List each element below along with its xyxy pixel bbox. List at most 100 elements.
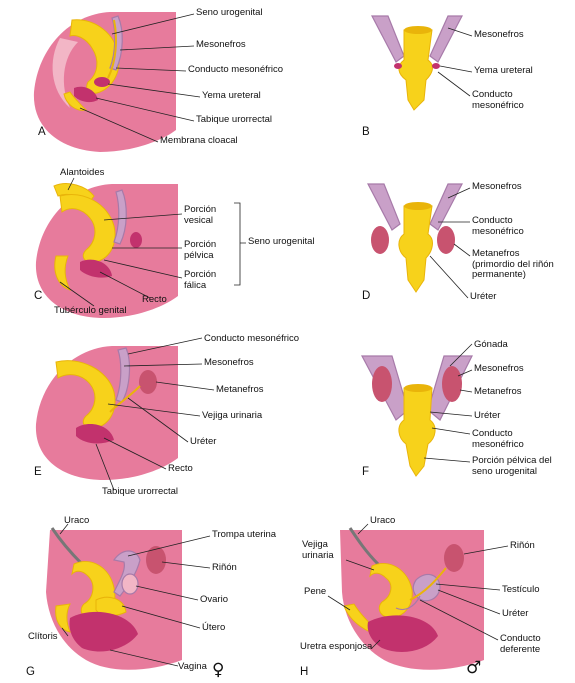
panel-letter-h: H — [300, 666, 309, 678]
label-conducto-mesonefrico-a: Conducto mesonéfrico — [188, 64, 284, 75]
panel-letter-d: D — [362, 290, 371, 302]
body-inner-light — [52, 38, 78, 108]
ureter — [109, 385, 141, 413]
label-metanefros-e: Metanefros — [216, 384, 264, 395]
label-vagina-g: Vagina — [178, 661, 207, 672]
label-utero-g: Útero — [202, 622, 226, 633]
mesonephros-right — [429, 183, 463, 231]
cloacal-membrane — [63, 91, 88, 111]
metanephros-right — [437, 226, 455, 254]
label-tabique-urorrectal-a: Tabique urorrectal — [196, 114, 273, 125]
label-yema-ureteral-b: Yema ureteral — [474, 65, 533, 76]
mesonephros-left — [371, 15, 405, 63]
label-ureter-d: Uréter — [470, 291, 497, 302]
metanephros-left — [371, 226, 389, 254]
ureteric-bud-right — [432, 63, 440, 69]
rectum — [80, 259, 112, 278]
label-conducto-mesonefrico-f: Conducto mesonéfrico — [472, 428, 524, 450]
label-uraco-h: Uraco — [370, 515, 396, 526]
male-symbol-icon: ♂ — [466, 658, 482, 678]
vagina — [69, 611, 138, 652]
urachus — [50, 527, 84, 566]
label-tuberculo-genital-c: Tubérculo genital — [54, 305, 127, 316]
label-mesonefros-f: Mesonefros — [474, 363, 524, 374]
panel-g-drawing — [46, 523, 211, 670]
genital-tubercle — [54, 255, 71, 291]
label-porcion-falica-c: Porción fálica — [184, 269, 217, 291]
label-ovario-g: Ovario — [200, 594, 228, 605]
label-porcion-vesical-c: Porción vesical — [184, 204, 217, 226]
label-recto-c: Recto — [142, 294, 167, 305]
panel-h-drawing — [327, 523, 509, 670]
label-testiculo-h: Testículo — [502, 584, 540, 595]
panel-letter-f: F — [362, 466, 370, 478]
kidney — [146, 546, 166, 574]
urogenital-sinus — [398, 387, 436, 477]
mesonephric-duct — [107, 19, 117, 79]
urorectal-septum — [74, 86, 98, 103]
panel-letter-c: C — [34, 290, 43, 302]
urinary-bladder — [369, 563, 413, 619]
label-conducto-deferente-h: Conducto deferente — [500, 633, 541, 655]
label-mesonefros-b: Mesonefros — [474, 29, 524, 40]
mesonephros — [115, 347, 131, 403]
urogenital-sinus — [398, 29, 433, 111]
panel-letter-e: E — [34, 466, 42, 478]
mesonephros-right — [429, 15, 463, 63]
panel-letter-b: B — [362, 126, 370, 138]
label-mesonefros-a: Mesonefros — [196, 39, 246, 50]
spongy-urethra-region — [367, 615, 438, 652]
label-trompa-uterina-g: Trompa uterina — [212, 529, 277, 540]
label-recto-e: Recto — [168, 463, 193, 474]
label-ureter-f: Uréter — [474, 410, 501, 421]
label-rinon-h: Riñón — [510, 540, 535, 551]
ureteric-bud — [94, 77, 110, 87]
label-uretra-esponjosa-h: Uretra esponjosa — [300, 641, 373, 652]
label-conducto-mesonefrico-e: Conducto mesonéfrico — [204, 333, 300, 344]
label-porcion-pelvica-c: Porción pélvica — [184, 239, 217, 261]
panel-f-drawing — [361, 343, 473, 477]
label-membrana-cloacal-a: Membrana cloacal — [160, 135, 238, 146]
label-clitoris-g: Clítoris — [28, 631, 58, 642]
clitoris — [55, 603, 71, 633]
vas-deferens — [395, 595, 421, 611]
panel-letter-g: G — [26, 666, 35, 678]
label-ureter-e: Uréter — [190, 436, 217, 447]
label-mesonefros-d: Mesonefros — [472, 181, 522, 192]
panel-b-drawing — [371, 15, 473, 111]
panel-d-drawing — [367, 183, 471, 299]
ureteric-bud-left — [394, 63, 402, 69]
ureter — [409, 567, 447, 601]
panel-c-drawing — [35, 177, 246, 318]
label-alantoides-c: Alantoides — [60, 167, 105, 178]
label-porcion-pelvica-f: Porción pélvica del seno urogenital — [472, 455, 552, 477]
label-vejiga-urinaria-e: Vejiga urinaria — [202, 410, 263, 421]
label-conducto-mesonefrico-d: Conducto mesonéfrico — [472, 215, 524, 237]
label-tabique-urorrectal-e: Tabique urorrectal — [102, 486, 179, 497]
label-ureter-h: Uréter — [502, 608, 529, 619]
mesonephros-left — [367, 183, 401, 231]
mesonephros — [113, 189, 127, 245]
label-pene-h: Pene — [304, 586, 327, 597]
metanephros — [139, 370, 157, 394]
label-gonada-f: Gónada — [474, 339, 508, 350]
urachus — [348, 527, 380, 566]
panel-e-drawing — [35, 337, 215, 491]
label-rinon-g: Riñón — [212, 562, 237, 573]
label-seno-urogenital-c: Seno urogenital — [248, 236, 315, 247]
panel-letter-a: A — [38, 126, 46, 138]
label-metanefros-f: Metanefros — [474, 386, 522, 397]
label-yema-ureteral-a: Yema ureteral — [202, 90, 261, 101]
metanephros-right — [442, 366, 462, 402]
female-symbol-icon: ♀ — [212, 660, 225, 680]
metanephros-left — [372, 366, 392, 402]
kidney — [444, 544, 464, 572]
label-mesonefros-e: Mesonefros — [204, 357, 254, 368]
label-uraco-g: Uraco — [64, 515, 90, 526]
urogenital-sinus — [59, 194, 116, 263]
panel-a-drawing — [33, 12, 201, 152]
label-vejiga-urinaria-h: Vejiga urinaria — [302, 539, 334, 561]
metanephros — [130, 232, 142, 248]
